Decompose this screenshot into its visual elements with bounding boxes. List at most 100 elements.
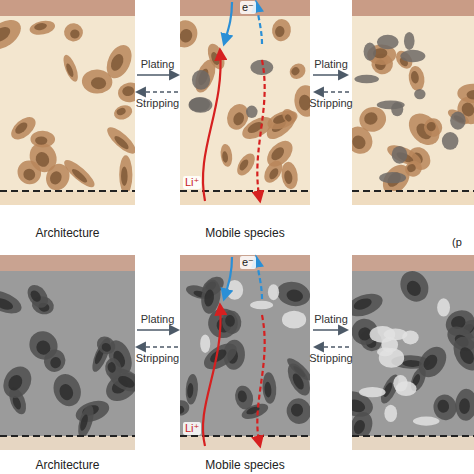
plated-lithium: [442, 132, 459, 150]
pore: [454, 388, 474, 421]
current-collector: [352, 255, 474, 271]
pore-core: [269, 145, 287, 163]
electrode-panel: [0, 255, 135, 450]
annotation-label: Li⁺: [183, 176, 201, 189]
species-arrow: [203, 305, 221, 446]
annotation-label: e⁻: [240, 1, 256, 14]
pore: [352, 289, 386, 320]
host-material: [0, 255, 135, 450]
panel-node: Mobile species: [180, 0, 310, 240]
interface-line: [352, 435, 474, 437]
species-arrow: [256, 257, 262, 299]
pore: [119, 155, 132, 194]
electrode-panel: [352, 0, 474, 205]
pore: [61, 53, 81, 84]
pore: [219, 143, 233, 167]
plated-lithium: [250, 301, 273, 310]
current-collector: [352, 0, 474, 16]
pore: [234, 150, 259, 178]
pore-core: [425, 121, 437, 133]
pore: [448, 332, 474, 375]
transition-arrow: [313, 329, 347, 331]
species-arrow: [203, 50, 221, 201]
pore: [395, 266, 434, 307]
pore-core: [108, 52, 125, 73]
plated-lithium: [268, 284, 279, 300]
pore-core: [352, 418, 367, 435]
pore: [284, 396, 310, 427]
pore-core: [116, 107, 127, 117]
plated-lithium: [189, 97, 210, 112]
plated-lithium: [381, 337, 398, 352]
pore-core: [410, 70, 419, 84]
plated-lithium: [364, 42, 376, 60]
pore: [49, 370, 85, 410]
separator: [352, 436, 474, 450]
pore: [261, 157, 287, 186]
transition-arrow: [137, 74, 178, 76]
transition-arrow: [315, 346, 349, 348]
pore-core: [0, 296, 15, 312]
pore: [402, 158, 424, 179]
pore-core: [352, 133, 368, 152]
species-arrow: [224, 257, 232, 299]
pore-core: [285, 288, 304, 303]
species-arrow: [224, 2, 232, 44]
plated-lithium: [192, 70, 210, 90]
pore-core: [33, 150, 52, 169]
pore-core: [284, 113, 293, 122]
transition-arrow: [137, 91, 178, 93]
pore: [271, 18, 293, 42]
electrode-panel: [180, 0, 310, 205]
pore-core: [180, 28, 194, 44]
pore-core: [203, 289, 215, 307]
separator: [352, 191, 474, 205]
plated-lithium: [393, 375, 407, 392]
species-arrow: [257, 60, 264, 201]
interface-line: [0, 435, 135, 437]
pore: [221, 310, 242, 335]
panel-caption: Mobile species: [205, 226, 284, 240]
pore-core: [48, 169, 64, 186]
current-collector: [0, 0, 135, 16]
plated-lithium: [413, 417, 440, 426]
pore: [103, 123, 135, 157]
electrode-panel: [180, 255, 310, 450]
pore: [265, 107, 300, 133]
pore-core: [187, 383, 194, 399]
pore-core: [70, 167, 89, 184]
pore-core: [70, 29, 80, 39]
plated-lithium: [200, 334, 210, 353]
pore-core: [274, 25, 285, 37]
species-arrow: [256, 2, 262, 44]
pore-core: [91, 77, 107, 90]
edge-label: Stripping: [136, 352, 179, 365]
pore: [275, 279, 310, 309]
pore: [63, 23, 83, 43]
separator: [0, 191, 135, 205]
plated-lithium: [354, 75, 379, 84]
pore-core: [457, 345, 474, 367]
separator: [0, 436, 135, 450]
pore-core: [107, 361, 117, 373]
plated-lithium: [384, 405, 397, 422]
pore-core: [13, 120, 29, 136]
pore-core: [436, 399, 450, 414]
panel-node: Architecture: [0, 255, 135, 472]
pore: [413, 341, 452, 382]
pore: [30, 131, 55, 148]
transition-arrow: [137, 329, 178, 331]
interface-line: [352, 190, 474, 192]
pore: [204, 41, 227, 71]
panel-caption: Mobile species: [205, 458, 284, 472]
pore-core: [100, 341, 113, 353]
pore: [0, 361, 37, 403]
plated-lithium: [377, 35, 399, 50]
pore-core: [362, 110, 379, 126]
pore-core: [283, 170, 293, 185]
pore: [403, 107, 446, 151]
pore-core: [113, 134, 131, 151]
pore: [280, 106, 298, 125]
pore: [407, 65, 426, 92]
current-collector: [180, 0, 310, 16]
